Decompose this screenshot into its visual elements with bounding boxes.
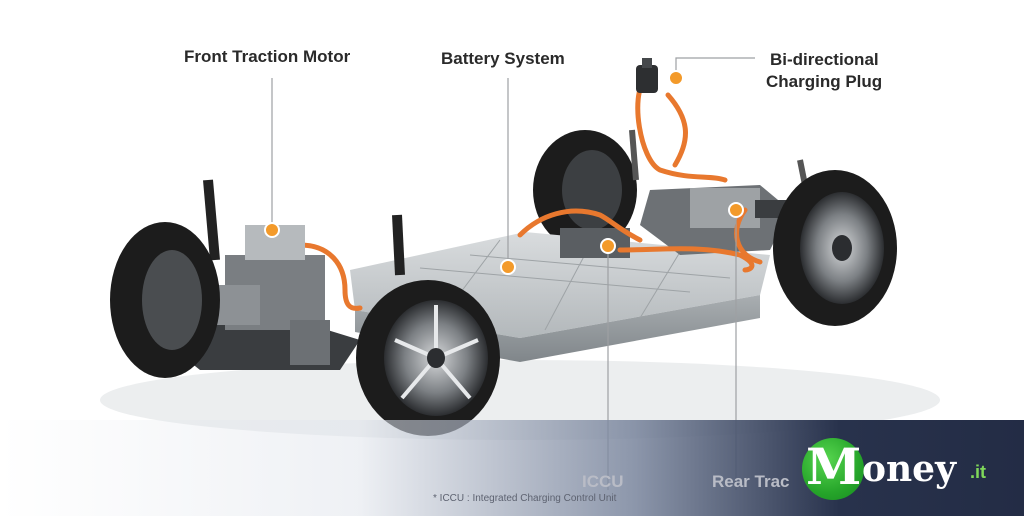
front-left-wheel (110, 222, 220, 378)
bidirectional-label-line2: Charging Plug (766, 72, 883, 91)
front-traction-motor-label: Front Traction Motor (184, 47, 351, 66)
iccu-marker (600, 238, 616, 254)
front-right-wheel (356, 280, 500, 436)
battery-marker (500, 259, 516, 275)
rear-right-wheel (773, 170, 897, 326)
iccu-footnote: * ICCU : Integrated Charging Control Uni… (433, 493, 617, 504)
logo-green-circle (802, 438, 864, 500)
hv-cables (297, 77, 763, 311)
logo-wordmark: oney (862, 448, 957, 490)
rear-subframe (560, 129, 815, 258)
logo-initial: M (806, 437, 862, 496)
bidirectional-label-line1: Bi-directional (770, 50, 879, 69)
front-motor-marker (264, 222, 280, 238)
logo-tld: .it (970, 462, 986, 482)
iccu-label: ICCU (582, 472, 624, 491)
charging-plug (636, 58, 658, 93)
charging-plug-marker (668, 70, 684, 86)
rear-traction-label: Rear Trac (712, 472, 790, 491)
battery-system-label: Battery System (441, 49, 565, 68)
rear-motor-marker (728, 202, 744, 218)
